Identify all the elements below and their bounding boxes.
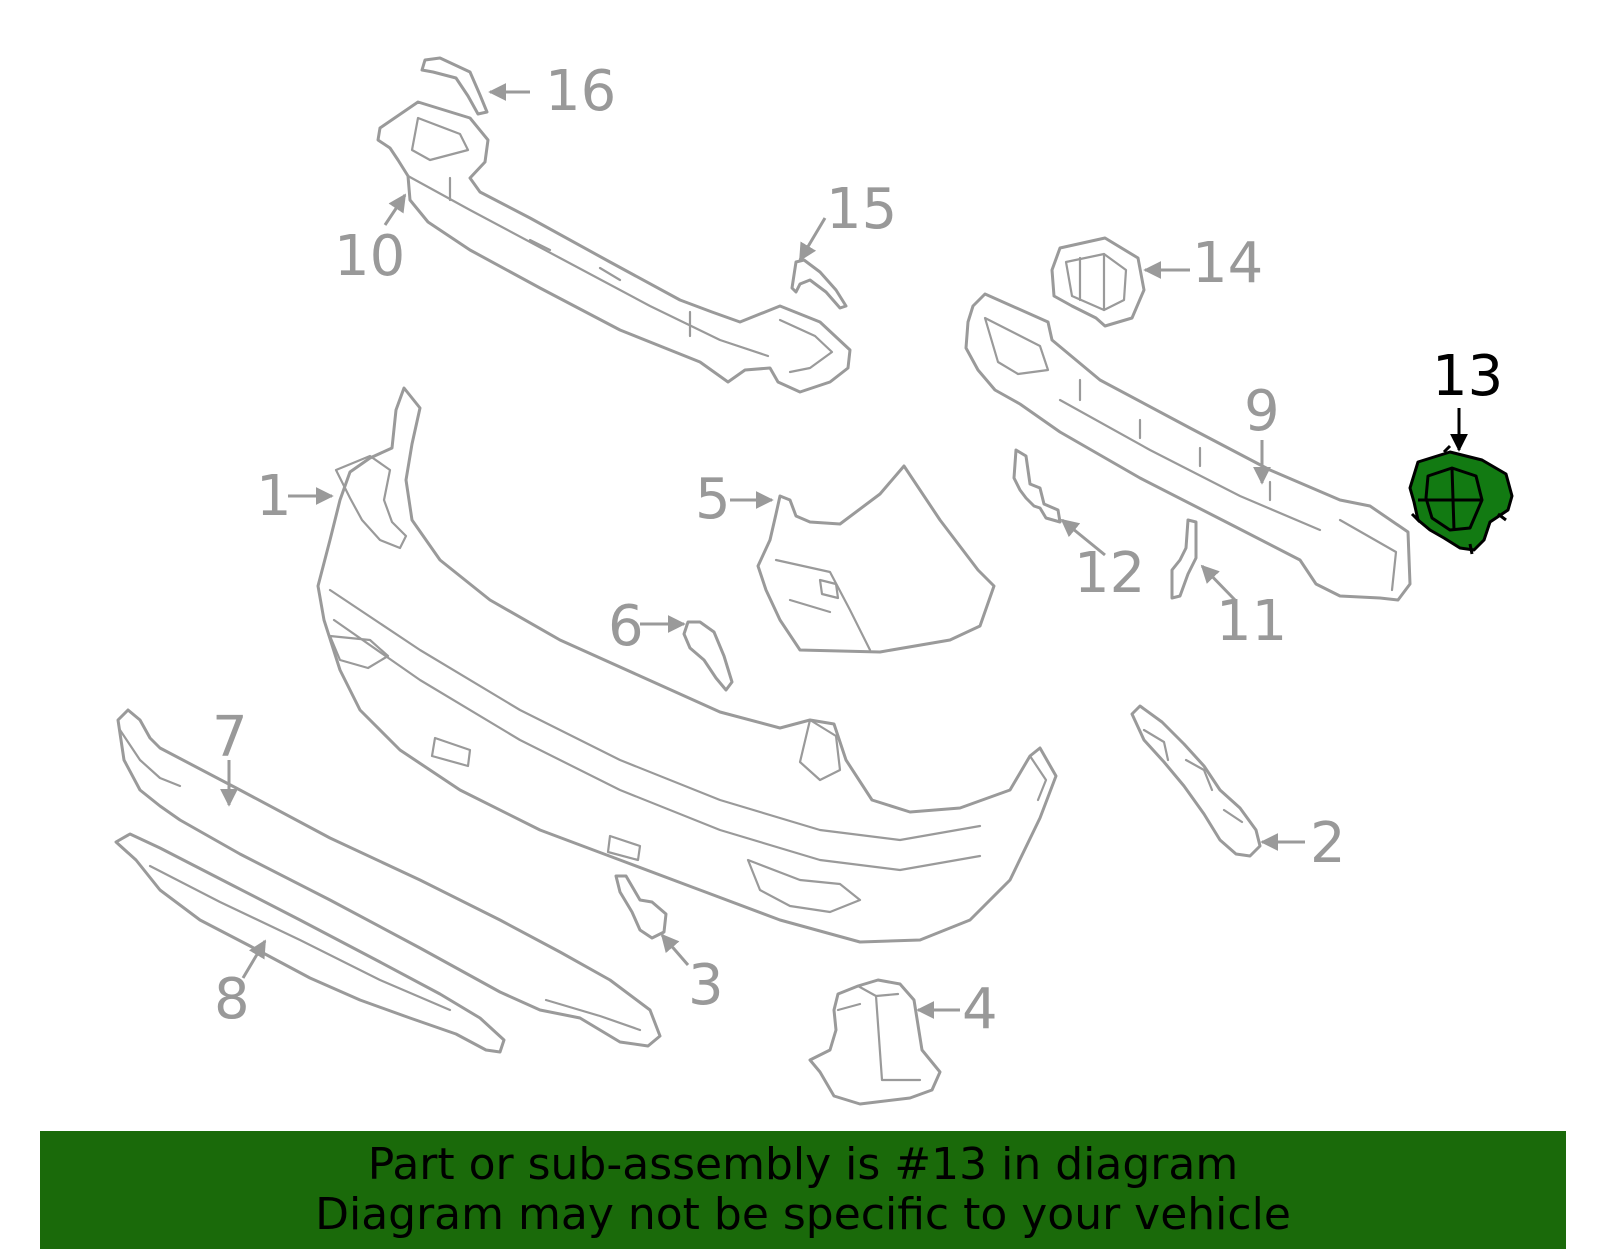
part-13-highlighted [1408, 408, 1514, 555]
callout-11: 11 [1216, 589, 1287, 654]
callout-7: 7 [212, 705, 248, 770]
callout-5: 5 [695, 467, 731, 532]
part-4-lower-bracket [808, 978, 960, 1106]
part-2-side-bracket [1130, 704, 1305, 858]
callout-15: 15 [826, 177, 897, 242]
callout-14: 14 [1192, 231, 1263, 296]
banner-line-part: Part or sub-assembly is #13 in diagram [367, 1139, 1239, 1190]
part-14-bracket-box [1050, 236, 1190, 328]
part-8-lower-strip [114, 832, 506, 1054]
part-6-trim [640, 615, 734, 692]
part-5-corner-panel [730, 464, 996, 654]
callout-8: 8 [214, 967, 250, 1032]
part-3-sensor-holder [614, 874, 690, 966]
callout-2: 2 [1310, 811, 1346, 876]
callout-4: 4 [962, 977, 998, 1042]
callout-13: 13 [1432, 344, 1503, 409]
callout-9: 9 [1244, 379, 1280, 444]
callout-12: 12 [1074, 541, 1145, 606]
callout-6: 6 [608, 594, 644, 659]
part-10-beam [376, 100, 852, 394]
callout-16: 16 [545, 59, 616, 124]
callout-10: 10 [334, 224, 405, 289]
part-1-bumper-cover [288, 386, 1058, 944]
part-15-clip [790, 217, 848, 310]
callout-1: 1 [256, 464, 292, 529]
banner-line-disclaimer: Diagram may not be specific to your vehi… [315, 1189, 1291, 1240]
part-11-bracket [1170, 518, 1237, 602]
part-7-lower-trim [116, 708, 662, 1048]
part-9-beam [964, 292, 1412, 602]
callout-3: 3 [688, 953, 724, 1018]
info-banner: Part or sub-assembly is #13 in diagram D… [40, 1131, 1566, 1249]
part-12-bracket [1012, 448, 1106, 557]
part-16-bracket [420, 56, 530, 116]
